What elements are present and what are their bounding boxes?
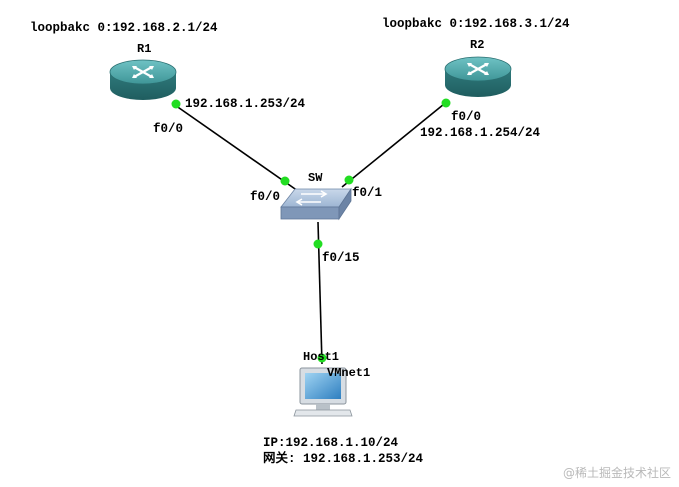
link-r1-sw [171,102,299,192]
host1-name-label: Host1 [303,350,340,364]
port-dot-host1[interactable] [317,353,327,363]
host1-ip-label: IP:192.168.1.10/24 [263,436,399,450]
sw-port-f0-15-label: f0/15 [322,251,360,265]
r2-loopback-label: loopbakc 0:192.168.3.1/24 [382,17,570,31]
host1-gateway-label: 网关: 192.168.1.253/24 [263,452,424,466]
r2-port-ip-label: 192.168.1.254/24 [420,126,541,140]
sw-name-label: SW [308,171,323,185]
port-dot-r2-f0-0[interactable] [441,98,451,108]
port-dot-r1-f0-0[interactable] [171,99,181,109]
watermark-text: @稀土掘金技术社区 [562,466,671,480]
sw-port-f0-1-label: f0/1 [352,186,383,200]
r2-name-label: R2 [470,38,485,52]
port-dot-sw-f0-1[interactable] [344,175,354,185]
host1-computer-icon[interactable] [293,367,353,417]
port-dot-sw-f0-0[interactable] [280,176,290,186]
port-dot-sw-f0-15[interactable] [313,239,323,249]
r1-name-label: R1 [137,42,152,56]
host1-adapter-label: VMnet1 [327,366,371,380]
switch-sw-icon[interactable] [280,187,352,221]
router-r1-icon[interactable] [109,59,177,100]
r1-port-label: f0/0 [153,122,184,136]
r2-port-label: f0/0 [451,110,482,124]
r1-loopback-label: loopbakc 0:192.168.2.1/24 [30,21,218,35]
router-r2-icon[interactable] [444,56,512,97]
sw-port-f0-0-label: f0/0 [250,190,281,204]
link-r2-sw [341,99,450,188]
r1-port-ip-label: 192.168.1.253/24 [185,97,306,111]
